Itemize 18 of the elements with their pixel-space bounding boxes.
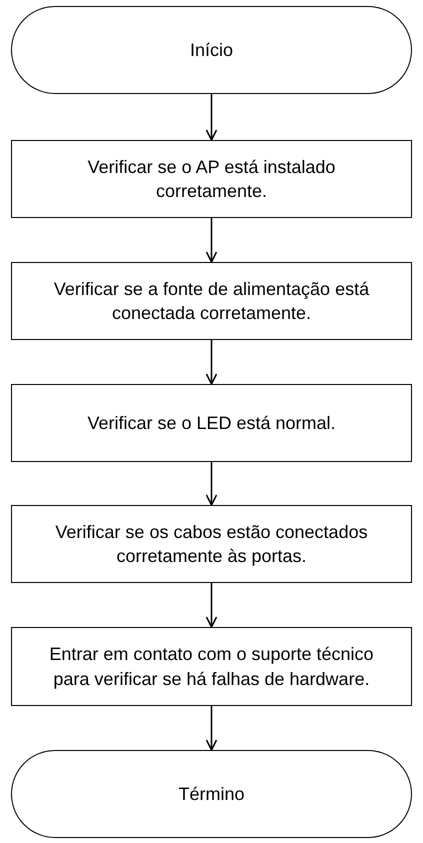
arrow [206, 462, 218, 506]
arrow [206, 706, 218, 751]
node-text: Verificar se os cabos estão conectados corretamente às portas. [54, 520, 369, 568]
process-box [11, 627, 412, 706]
node-text: Verificar se o AP está instalado corretamente. [86, 156, 336, 203]
node-text: Verificar se o LED está normal. [87, 412, 336, 435]
process-box [11, 262, 412, 340]
process-box [11, 505, 412, 583]
arrow [206, 94, 218, 141]
process-box [11, 384, 412, 462]
arrow [206, 218, 218, 263]
arrow [206, 583, 218, 628]
node-text: Verificar se a fonte de alimentação está conectada corretamente. [52, 278, 370, 325]
node-text: Início [190, 38, 234, 62]
process-box [11, 140, 412, 218]
arrow [206, 340, 218, 385]
node-text: Término [178, 782, 244, 806]
node-text: Entrar em contato com o suporte técnico para verificar se há falhas de hardware. [48, 643, 375, 691]
